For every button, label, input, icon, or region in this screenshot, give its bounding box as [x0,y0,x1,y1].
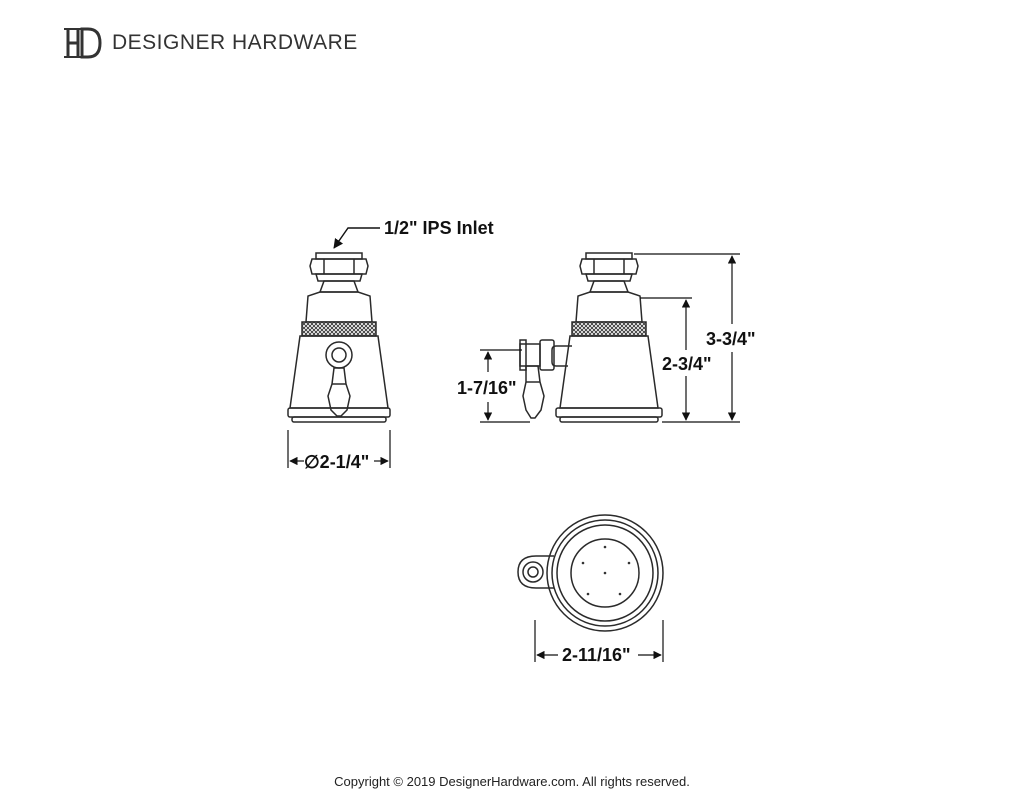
brand-header: DESIGNER HARDWARE [62,26,358,60]
front-view [287,252,391,423]
brand-name: DESIGNER HARDWARE [112,31,358,54]
face-width-label: 2-11/16" [562,645,631,665]
dh-monogram-icon [64,27,102,59]
handle-height-dimension [480,349,530,423]
diameter-label: ∅2-1/4" [304,452,369,472]
face-view [517,514,664,632]
handle-height-label: 1-7/16" [457,378,517,398]
inlet-label: 1/2" IPS Inlet [384,218,494,238]
face-width-dimension [534,620,664,662]
body-height-dimension [640,297,692,423]
inlet-leader [333,227,380,249]
overall-height-dimension [634,253,740,423]
body-height-label: 2-3/4" [662,354,712,374]
overall-height-label: 3-3/4" [706,329,756,349]
side-view [519,252,663,423]
diameter-dimension [287,430,391,468]
spray-holes [581,545,631,596]
copyright-notice: Copyright © 2019 DesignerHardware.com. A… [334,774,690,789]
